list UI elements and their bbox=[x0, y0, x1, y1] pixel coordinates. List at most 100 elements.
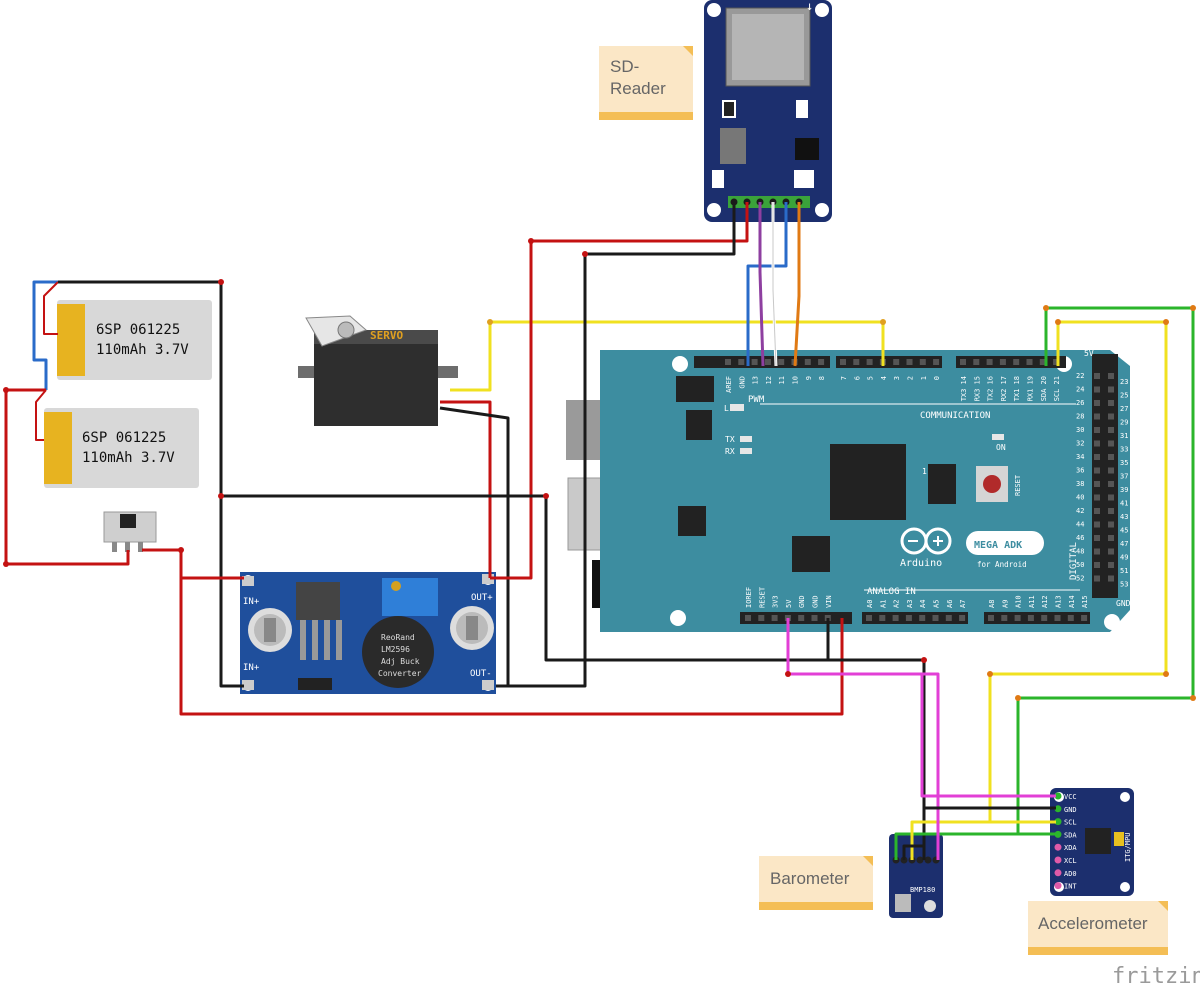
buck-line1: ReoRand bbox=[381, 633, 415, 642]
header-pin bbox=[1108, 575, 1114, 582]
header-pin bbox=[745, 615, 751, 621]
header-pin bbox=[1094, 508, 1100, 514]
pin-label: 41 bbox=[1120, 500, 1128, 508]
header-pin bbox=[1027, 615, 1034, 621]
pin-label: 33 bbox=[1120, 446, 1128, 454]
header-pin bbox=[1001, 615, 1008, 621]
header-pin bbox=[1039, 359, 1046, 365]
pin-label: 27 bbox=[1120, 405, 1128, 413]
pin-label: 45 bbox=[1120, 527, 1128, 535]
pin-label: 13 bbox=[752, 376, 760, 384]
pin-label: 23 bbox=[1120, 378, 1128, 386]
sd-reader-note: SD- Reader bbox=[599, 46, 693, 120]
header-pin bbox=[1108, 400, 1114, 406]
arduino-icsp-label: 1 bbox=[922, 467, 927, 476]
arduino-digital-label: DIGITAL bbox=[1069, 542, 1079, 580]
pin-label: 22 bbox=[1076, 372, 1084, 380]
header-pin bbox=[840, 359, 846, 365]
header-pin bbox=[1108, 427, 1114, 433]
arduino-reset-label: RESET bbox=[1014, 474, 1022, 496]
header-pin bbox=[738, 359, 745, 365]
pin-label: 38 bbox=[1076, 480, 1084, 488]
header-pin bbox=[764, 359, 771, 365]
imu-pin bbox=[1054, 869, 1062, 877]
wire-3v3-baro bbox=[786, 618, 940, 860]
wire-sd-blue-1 bbox=[746, 202, 788, 366]
header-pin bbox=[1094, 373, 1100, 379]
imu-pin-label: XCL bbox=[1064, 857, 1077, 865]
pin-label: A3 bbox=[906, 600, 914, 608]
sd-reader-note-text: SD- Reader bbox=[610, 57, 666, 98]
header-pin bbox=[771, 615, 778, 621]
pin-label: 31 bbox=[1120, 432, 1128, 440]
pin-label: 34 bbox=[1076, 453, 1084, 461]
slide-switch[interactable] bbox=[103, 511, 157, 552]
header-pin bbox=[1108, 521, 1114, 528]
pin-label: 40 bbox=[1076, 494, 1084, 502]
header-pin bbox=[798, 615, 805, 621]
buck-out-plus: OUT+ bbox=[471, 593, 493, 603]
pin-label: 11 bbox=[778, 376, 786, 384]
header-pin bbox=[1108, 386, 1114, 393]
pin-label: TX2 16 bbox=[987, 376, 995, 401]
header-pin bbox=[1108, 548, 1114, 555]
header-pin bbox=[1094, 521, 1100, 528]
pin-label: 4 bbox=[880, 376, 888, 380]
imu-label: ITG/MPU bbox=[1124, 832, 1132, 862]
header-pin bbox=[1014, 615, 1021, 621]
pin-label: SCL 21 bbox=[1053, 376, 1061, 401]
header-pin bbox=[1108, 440, 1114, 447]
pin-label: TX3 14 bbox=[960, 376, 968, 401]
header-pin bbox=[1094, 440, 1100, 447]
pin-label: 3V3 bbox=[772, 595, 780, 608]
wire-battery-blue bbox=[32, 280, 58, 390]
pin-label: 36 bbox=[1076, 467, 1084, 475]
imu-pin bbox=[1054, 882, 1062, 890]
pin-label: A6 bbox=[946, 600, 954, 608]
header-pin bbox=[1108, 535, 1114, 541]
arduino-sub: for Android bbox=[977, 560, 1027, 569]
header-pin bbox=[906, 359, 913, 365]
pin-label: 53 bbox=[1120, 581, 1128, 589]
header-pin bbox=[1013, 359, 1020, 365]
pin-label: A7 bbox=[959, 600, 967, 608]
header-pin bbox=[804, 359, 811, 365]
pin-label: GND bbox=[798, 595, 806, 608]
header-pin bbox=[758, 615, 765, 621]
arduino-rx-label: RX bbox=[725, 447, 735, 456]
wire-servo-ground bbox=[439, 406, 510, 686]
header-pin bbox=[933, 359, 940, 365]
header-pin bbox=[818, 359, 825, 365]
wire-sd-gray bbox=[772, 202, 777, 367]
wire-gnd-bus bbox=[221, 494, 926, 860]
imu-pin bbox=[1054, 843, 1062, 851]
pin-label: RX1 19 bbox=[1027, 376, 1035, 401]
buck-in-plus-bottom: IN+ bbox=[243, 663, 260, 673]
header-pin bbox=[1108, 373, 1114, 379]
buck-line4: Converter bbox=[378, 669, 422, 678]
barometer-note-text: Barometer bbox=[770, 869, 850, 888]
header-pin bbox=[945, 615, 952, 621]
header-pin bbox=[1094, 562, 1100, 568]
imu-pin-label: GND bbox=[1064, 806, 1077, 814]
header-pin bbox=[959, 615, 966, 621]
header-pin bbox=[853, 359, 860, 365]
pin-label: 48 bbox=[1076, 548, 1084, 556]
header-pin bbox=[1094, 575, 1100, 582]
arduino-gnd-label: GND bbox=[1116, 599, 1131, 608]
header-pin bbox=[778, 359, 785, 365]
arduino-logo bbox=[900, 527, 952, 555]
header-pin bbox=[1094, 427, 1100, 433]
pin-label: 24 bbox=[1076, 386, 1084, 394]
arduino-analog-label: ANALOG IN bbox=[867, 587, 916, 597]
wire-sd-orange bbox=[793, 202, 801, 367]
pin-label: SDA 20 bbox=[1040, 376, 1048, 401]
accelerometer-note-text: Accelerometer bbox=[1038, 914, 1148, 933]
imu-pin-label: VCC bbox=[1064, 793, 1077, 801]
header-pin bbox=[1108, 467, 1114, 474]
arduino-communication-label: COMMUNICATION bbox=[920, 411, 990, 421]
wire-switch-to-buck bbox=[142, 548, 244, 580]
battery-1-line1: 6SP 061225 bbox=[96, 322, 180, 338]
